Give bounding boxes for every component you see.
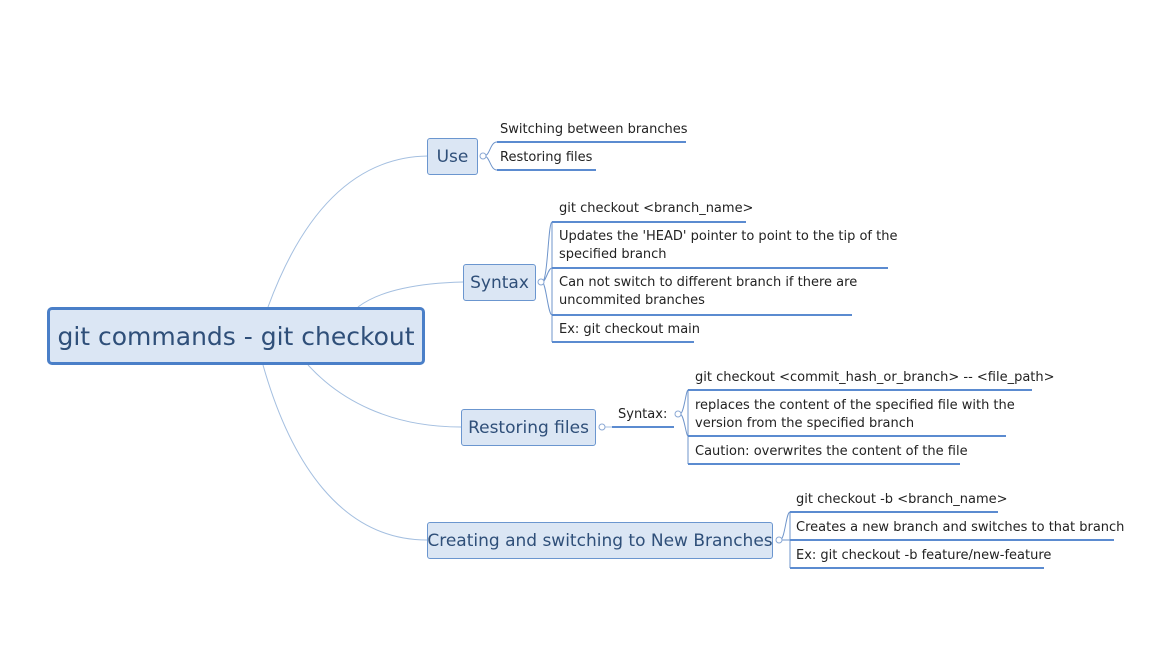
leaf-syntax-2-line-2: specified branch bbox=[559, 247, 667, 262]
leaf-restoring-3[interactable]: Caution: overwrites the content of the f… bbox=[695, 443, 968, 461]
leaf-creating-1[interactable]: git checkout -b <branch_name> bbox=[796, 491, 1008, 509]
link-root-syntax bbox=[357, 281, 464, 308]
collapse-toggle-restoring-sub[interactable] bbox=[674, 410, 682, 418]
leaf-syntax-4-text: Ex: git checkout main bbox=[559, 322, 701, 337]
restoring-syntax-label-text: Syntax: bbox=[618, 407, 668, 422]
leaf-syntax-3-line-2: uncommited branches bbox=[559, 293, 705, 308]
leaf-restoring-1-text: git checkout <commit_hash_or_branch> -- … bbox=[695, 370, 1055, 385]
topic-use-label: Use bbox=[436, 146, 469, 167]
collapse-toggle-creating[interactable] bbox=[775, 536, 783, 544]
leaf-creating-3[interactable]: Ex: git checkout -b feature/new-feature bbox=[796, 547, 1051, 565]
topic-use[interactable]: Use bbox=[427, 138, 478, 175]
link-root-creating bbox=[262, 364, 428, 541]
leaf-use-1[interactable]: Switching between branches bbox=[500, 121, 688, 139]
leaf-syntax-3-line-1: Can not switch to different branch if th… bbox=[559, 275, 858, 290]
leaf-use-1-text: Switching between branches bbox=[500, 122, 688, 137]
topic-syntax-label: Syntax bbox=[470, 272, 529, 293]
leaf-restoring-3-text: Caution: overwrites the content of the f… bbox=[695, 444, 968, 459]
topic-creating-branches[interactable]: Creating and switching to New Branches bbox=[427, 522, 773, 559]
leaf-use-2-text: Restoring files bbox=[500, 150, 593, 165]
leaf-syntax-1[interactable]: git checkout <branch_name> bbox=[559, 200, 753, 218]
topic-restoring-files[interactable]: Restoring files bbox=[461, 409, 596, 446]
leaf-syntax-2[interactable]: Updates the 'HEAD' pointer to point to t… bbox=[559, 228, 897, 264]
link-root-restoring bbox=[307, 364, 462, 428]
leaf-restoring-2-line-2: version from the specified branch bbox=[695, 416, 915, 431]
topic-syntax[interactable]: Syntax bbox=[463, 264, 536, 301]
collapse-toggle-syntax[interactable] bbox=[537, 278, 545, 286]
root-topic[interactable]: git commands - git checkout bbox=[47, 307, 425, 365]
leaf-syntax-2-line-1: Updates the 'HEAD' pointer to point to t… bbox=[559, 229, 898, 244]
topic-creating-branches-label: Creating and switching to New Branches bbox=[427, 530, 773, 551]
root-topic-label: git commands - git checkout bbox=[57, 321, 415, 351]
leaf-creating-3-text: Ex: git checkout -b feature/new-feature bbox=[796, 548, 1052, 563]
leaf-creating-1-text: git checkout -b <branch_name> bbox=[796, 492, 1008, 507]
topic-restoring-files-label: Restoring files bbox=[468, 417, 589, 438]
leaf-syntax-4[interactable]: Ex: git checkout main bbox=[559, 321, 700, 339]
leaf-restoring-2[interactable]: replaces the content of the specified fi… bbox=[695, 397, 1015, 433]
leaf-restoring-2-line-1: replaces the content of the specified fi… bbox=[695, 398, 1015, 413]
leaf-restoring-1[interactable]: git checkout <commit_hash_or_branch> -- … bbox=[695, 369, 1055, 387]
bracket-restoring bbox=[679, 389, 689, 464]
leaf-creating-2[interactable]: Creates a new branch and switches to tha… bbox=[796, 519, 1124, 537]
restoring-syntax-label[interactable]: Syntax: bbox=[618, 406, 667, 424]
leaf-syntax-1-text: git checkout <branch_name> bbox=[559, 201, 754, 216]
leaf-creating-2-text: Creates a new branch and switches to tha… bbox=[796, 520, 1125, 535]
leaf-syntax-3[interactable]: Can not switch to different branch if th… bbox=[559, 274, 857, 310]
collapse-toggle-restoring[interactable] bbox=[598, 423, 606, 431]
link-root-use bbox=[267, 155, 429, 308]
collapse-toggle-use[interactable] bbox=[479, 152, 487, 160]
leaf-use-2[interactable]: Restoring files bbox=[500, 149, 592, 167]
